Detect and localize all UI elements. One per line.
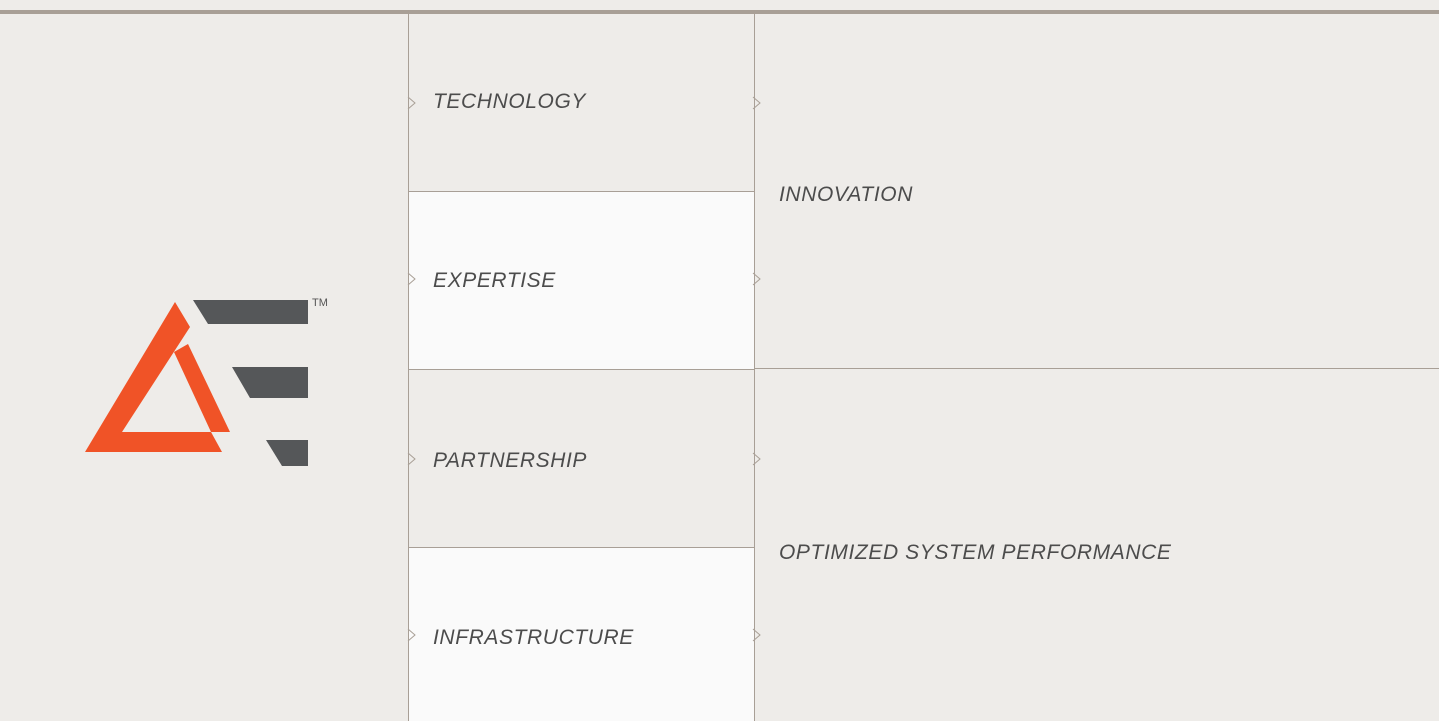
chevron-right-icon [752, 452, 761, 466]
outcome-cell-innovation: INNOVATION [755, 14, 1439, 368]
outcome-label: INNOVATION [779, 183, 913, 206]
inputs-column: TECHNOLOGY EXPERTISE PARTNERSHIP [407, 14, 761, 721]
input-cell-partnership: PARTNERSHIP [407, 369, 761, 547]
input-cell-infrastructure: INFRASTRUCTURE [407, 547, 761, 721]
chevron-right-icon [752, 272, 761, 286]
input-label: EXPERTISE [433, 269, 556, 292]
logo-triangle [85, 302, 222, 452]
chevron-right-icon [407, 272, 416, 286]
chevron-right-icon [752, 628, 761, 642]
chevron-right-icon [752, 96, 761, 110]
chevron-right-icon [407, 452, 416, 466]
logo-panel: TM [0, 14, 408, 721]
logo-bar-middle [232, 367, 308, 398]
input-label: TECHNOLOGY [433, 90, 587, 113]
outcome-label: OPTIMIZED SYSTEM PERFORMANCE [779, 541, 1172, 564]
input-cell-expertise: EXPERTISE [407, 191, 761, 369]
trademark-mark: TM [312, 297, 328, 309]
input-label: PARTNERSHIP [433, 449, 588, 472]
logo-triangle-inner-stroke [174, 344, 230, 432]
input-label: INFRASTRUCTURE [433, 626, 634, 649]
outcome-cell-performance: OPTIMIZED SYSTEM PERFORMANCE [755, 368, 1439, 721]
chevron-right-icon [407, 96, 416, 110]
logo-bar-top [193, 300, 308, 324]
outcomes-column: INNOVATION OPTIMIZED SYSTEM PERFORMANCE [755, 14, 1439, 721]
brand-logo-icon [85, 300, 308, 466]
top-divider [0, 10, 1439, 14]
logo-bar-bottom [266, 440, 308, 466]
chevron-right-icon [407, 628, 416, 642]
input-cell-technology: TECHNOLOGY [407, 14, 761, 192]
